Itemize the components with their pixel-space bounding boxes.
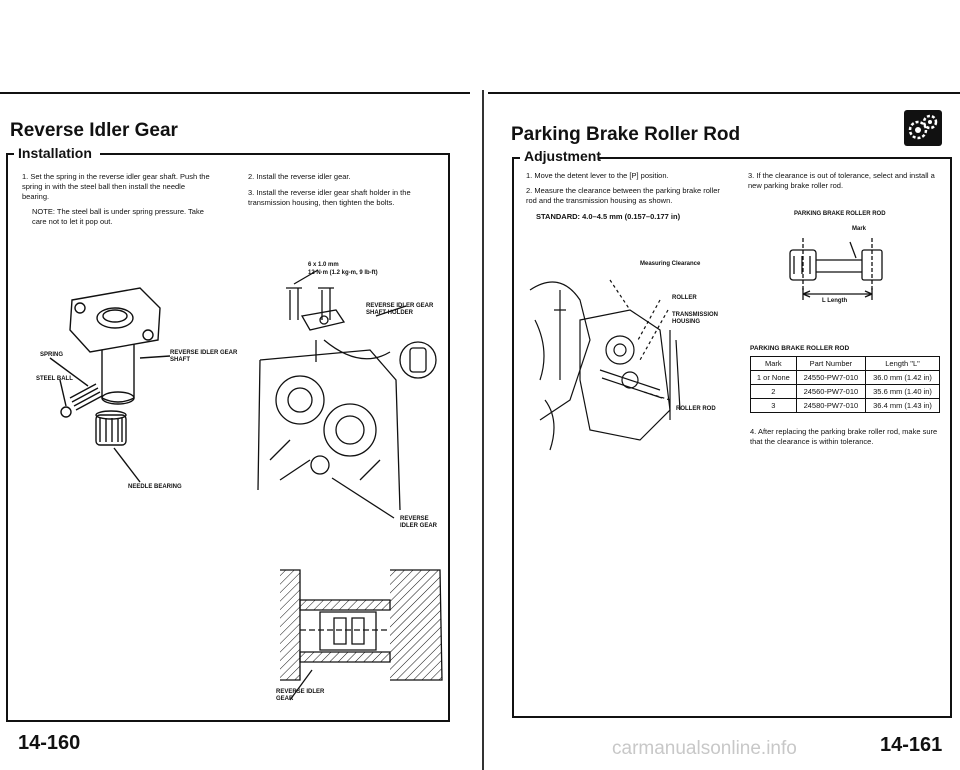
header-mark: Mark <box>750 356 797 371</box>
transmission-housing-figure <box>240 280 450 510</box>
cell-mark: 3 <box>750 398 797 413</box>
left-step-3: 3. Install the reverse idler gear shaft … <box>248 188 443 208</box>
step-number: 4. <box>750 427 757 436</box>
left-frame-bottom <box>6 720 450 722</box>
needle-bearing-label: NEEDLE BEARING <box>128 484 182 490</box>
table-row: 2 24560-PW7-010 35.6 mm (1.40 in) <box>750 384 940 399</box>
step-text: Move the detent lever to the [P] positio… <box>534 171 669 180</box>
reverse-idler-shaft-figure <box>30 280 230 500</box>
center-spine <box>482 90 484 770</box>
parking-brake-figure <box>520 260 720 460</box>
bolt-size-label: 6 x 1.0 mm <box>308 262 339 268</box>
right-frame-left <box>512 157 514 717</box>
roller-rod-spec-table: Mark Part Number Length "L" 1 or None 24… <box>750 356 940 413</box>
rod-length-label: L Length <box>822 298 848 304</box>
step-text: After replacing the parking brake roller… <box>750 427 938 446</box>
left-frame-left-tick <box>6 153 14 155</box>
right-section-rule <box>598 157 950 159</box>
header-part-number: Part Number <box>795 356 867 371</box>
right-page-title: Parking Brake Roller Rod <box>511 124 741 145</box>
step-text: If the clearance is out of tolerance, se… <box>748 171 935 190</box>
watermark: carmanualsonline.info <box>612 738 797 759</box>
step-number: 3. <box>248 188 255 197</box>
right-frame-bottom <box>512 716 952 718</box>
left-step-1: 1. Set the spring in the reverse idler g… <box>22 172 212 202</box>
step-number: 2. <box>526 186 533 195</box>
gear-section-icon <box>904 110 942 146</box>
left-frame-left <box>6 153 8 721</box>
left-section-heading: Installation <box>18 145 92 161</box>
top-rule-right <box>488 92 960 94</box>
cell-part-number: 24550-PW7-010 <box>795 370 867 385</box>
section-reverse-idler-gear-label: REVERSE IDLER GEAR <box>276 689 325 702</box>
spring-label: SPRING <box>40 352 64 358</box>
reverse-idler-gear-label: REVERSE IDLER GEAR <box>400 516 438 529</box>
right-frame-left-tick <box>512 157 520 159</box>
right-step-2: 2. Measure the clearance between the par… <box>526 186 724 206</box>
step-text: Install the reverse idler gear. <box>256 172 351 181</box>
cell-part-number: 24560-PW7-010 <box>795 384 867 399</box>
step-text: Install the reverse idler gear shaft hol… <box>248 188 411 207</box>
left-page-number: 14-160 <box>18 732 81 754</box>
step-number: 2. <box>248 172 255 181</box>
right-step-1: 1. Move the detent lever to the [P] posi… <box>526 171 726 181</box>
roller-rod-figure <box>780 232 900 312</box>
roller-rod-label: ROLLER ROD <box>676 406 716 412</box>
left-page-title: Reverse Idler Gear <box>10 120 178 141</box>
step-number: 1. <box>22 172 29 181</box>
left-step-2: 2. Install the reverse idler gear. <box>248 172 443 182</box>
right-step-3: 3. If the clearance is out of tolerance,… <box>748 171 943 191</box>
reverse-idler-section-figure <box>280 560 450 690</box>
roller-label: ROLLER <box>672 295 697 301</box>
step-number: 3. <box>748 171 755 180</box>
rod-mark-label: Mark <box>852 226 867 232</box>
standard-spec: STANDARD: 4.0–4.5 mm (0.157–0.177 in) <box>536 212 681 221</box>
steel-ball-label: STEEL BALL <box>36 376 73 382</box>
right-page-number: 14-161 <box>880 734 943 756</box>
left-note: NOTE: The steel ball is under spring pre… <box>32 207 204 226</box>
step-text: Set the spring in the reverse idler gear… <box>22 172 210 201</box>
cell-mark: 2 <box>750 384 797 399</box>
table-row: 3 24580-PW7-010 36.4 mm (1.43 in) <box>750 398 940 413</box>
transmission-housing-label: TRANSMISSION HOUSING <box>672 312 719 325</box>
top-rule-left <box>0 92 470 94</box>
holder-label: REVERSE IDLER GEAR SHAFT HOLDER <box>366 303 434 316</box>
reverse-idler-gear-shaft-label: REVERSE IDLER GEAR SHAFT <box>170 350 238 363</box>
rod-figure-title: PARKING BRAKE ROLLER ROD <box>794 211 886 217</box>
table-header-row: Mark Part Number Length "L" <box>750 356 940 371</box>
step-number: 1. <box>526 171 533 180</box>
cell-part-number: 24580-PW7-010 <box>795 398 867 413</box>
cell-length: 36.0 mm (1.42 in) <box>865 370 940 385</box>
table-title: PARKING BRAKE ROLLER ROD <box>750 345 850 352</box>
right-step-4: 4. After replacing the parking brake rol… <box>750 427 945 447</box>
table-row: 1 or None 24550-PW7-010 36.0 mm (1.42 in… <box>750 370 940 385</box>
torque-label: 12 N·m (1.2 kg-m, 9 lb-ft) <box>308 270 378 276</box>
header-length: Length "L" <box>865 356 940 371</box>
left-section-rule <box>100 153 448 155</box>
step-text: Measure the clearance between the parkin… <box>526 186 720 205</box>
cell-mark: 1 or None <box>750 370 797 385</box>
right-frame-right <box>950 157 952 718</box>
cell-length: 35.6 mm (1.40 in) <box>865 384 940 399</box>
measuring-clearance-label: Measuring Clearance <box>640 261 701 267</box>
right-section-heading: Adjustment <box>524 148 601 164</box>
gears-icon <box>904 110 942 146</box>
left-frame-right <box>448 153 450 722</box>
cell-length: 36.4 mm (1.43 in) <box>865 398 940 413</box>
